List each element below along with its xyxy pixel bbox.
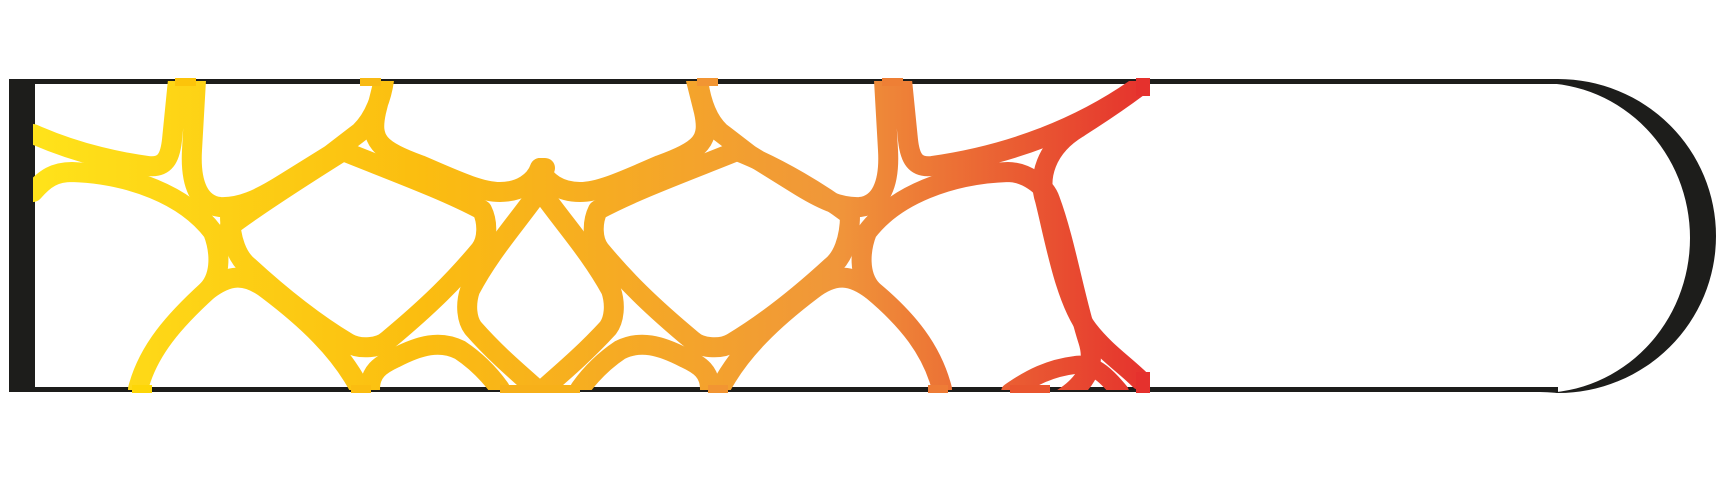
lattice-stub-4 xyxy=(882,78,903,86)
lattice-stub-8 xyxy=(500,385,580,393)
lattice-cell-8 xyxy=(1032,81,1150,390)
lattice-cell-1 xyxy=(33,162,229,390)
lattice-bottom-stubs xyxy=(132,372,1150,393)
lattice-stub-6 xyxy=(132,385,152,393)
lattice-stub-12 xyxy=(1136,372,1150,393)
lattice-top-stubs xyxy=(175,78,1150,96)
lattice-cell-5 xyxy=(583,141,860,358)
lattice-stub-11 xyxy=(1010,385,1050,393)
lattice-cell-3 xyxy=(220,141,497,358)
lattice-stub-7 xyxy=(351,385,371,393)
lattice-center-arc-right xyxy=(570,334,720,390)
lattice-cell-6 xyxy=(710,267,952,390)
lattice-stub-10 xyxy=(928,385,948,393)
gradient-lattice-structure xyxy=(33,81,1150,390)
tube-frame xyxy=(9,79,1558,392)
lattice-center-arc-left xyxy=(360,334,510,390)
lattice-cell-9 xyxy=(1001,355,1129,390)
lattice-stub-2 xyxy=(360,78,381,86)
lattice-stub-5 xyxy=(1136,78,1150,96)
lattice-stub-1 xyxy=(175,78,196,86)
lattice-center-diamond xyxy=(457,180,624,390)
lattice-stub-3 xyxy=(697,78,718,86)
lattice-stub-9 xyxy=(708,385,728,393)
tube-left-wall xyxy=(9,79,35,392)
rounded-end-cap xyxy=(1540,79,1716,393)
lattice-cell-4 xyxy=(220,141,353,236)
